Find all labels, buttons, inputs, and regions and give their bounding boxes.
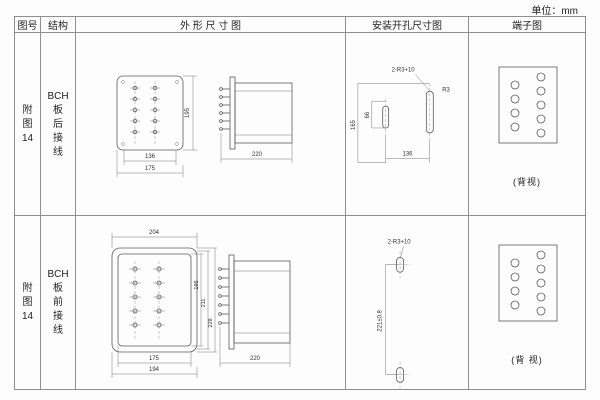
row2-structure: BCH 板 前 接 线 [41,216,76,389]
dim-label: 175 [148,356,159,362]
dim-label: 195 [194,280,200,289]
header-figure-no: 图号 [15,17,41,33]
figure-number: 附 图 14 [22,105,33,144]
dim-label: 195 [185,107,191,118]
structure-line: 线 [53,325,63,336]
structure-line: 板 [53,104,63,116]
side-view [218,76,292,150]
row2-figure-no: 附 图 14 [15,216,41,389]
dim-label: 136 [144,154,155,160]
structure-line: BCH [47,269,69,280]
figure-no-line: 图 [22,297,33,308]
side-view [217,254,290,349]
terminal-column [129,81,140,145]
terminal-column [128,260,141,341]
row2-mounting-drawing: 2-R3+10 221±0.8 [346,216,469,389]
row2-outline-drawing: 204 [76,216,346,389]
structure-label: BCH 板 前 接 线 [47,269,68,336]
structure-line: 后 [53,118,63,130]
terminal-column [152,260,165,341]
outline-drawing-front: 204 [111,230,290,378]
dim-label: 165 [351,119,357,130]
terminal-diagram-rear [498,66,558,143]
structure-line: 接 [53,311,63,322]
dim-label: 194 [148,367,159,373]
row1-terminal-diagram: (背视) [469,33,585,216]
dim-label: 66 [365,111,371,118]
figure-no-line: 附 [22,104,33,116]
dim-label: 136 [403,152,414,158]
dim-label: 2-R3+10 [388,239,412,245]
dim-label: 220 [249,356,260,362]
dim-label: 204 [148,230,159,236]
row1-mounting-drawing: 2-R3+10 R3 165 66 [346,33,469,216]
dim-label: 175 [144,166,155,172]
figure-number: 附 图 14 [22,283,33,322]
structure-line: 板 [53,283,63,294]
terminal-diagram-front [498,244,558,322]
mounting-drawing-front: 2-R3+10 221±0.8 [378,239,412,388]
row1-figure-no: 附 图 14 [15,33,41,216]
outline-drawing-rear: 195 136 175 [116,75,292,177]
terminal-column [149,81,160,145]
spec-table: 图号 结构 外 形 尺 寸 图 安装开孔尺寸图 端子图 附 图 14 BCH 板… [14,16,586,390]
structure-line: BCH [47,90,69,102]
figure-no-line: 14 [21,311,34,322]
structure-line: 前 [53,297,63,308]
figure-no-line: 14 [21,132,34,144]
dim-label: 228 [208,318,214,327]
dim-label: 221±0.8 [378,309,384,331]
terminal-caption: (背 视) [511,355,543,365]
row1-outline-drawing: 195 136 175 [76,33,346,216]
row1-structure: BCH 板 后 接 线 [41,33,76,216]
header-mounting: 安装开孔尺寸图 [346,17,469,33]
structure-line: 接 [53,132,63,144]
figure-no-line: 附 [22,283,33,294]
row2-terminal-diagram: (背 视) [469,216,585,389]
structure-line: 线 [53,146,63,158]
dim-label: R3 [442,87,450,93]
mounting-drawing-rear: 2-R3+10 R3 165 66 [351,67,450,163]
dim-label: 2-R3+10 [392,67,416,73]
header-structure: 结构 [41,17,76,33]
unit-label: 单位：mm [531,6,578,17]
terminal-caption: (背视) [513,176,541,187]
header-outline: 外 形 尺 寸 图 [76,17,346,33]
dim-label: 211 [201,298,207,307]
dim-label: 220 [251,152,262,158]
header-terminal: 端子图 [469,17,585,33]
figure-no-line: 图 [22,118,33,130]
structure-label: BCH 板 后 接 线 [47,91,68,158]
